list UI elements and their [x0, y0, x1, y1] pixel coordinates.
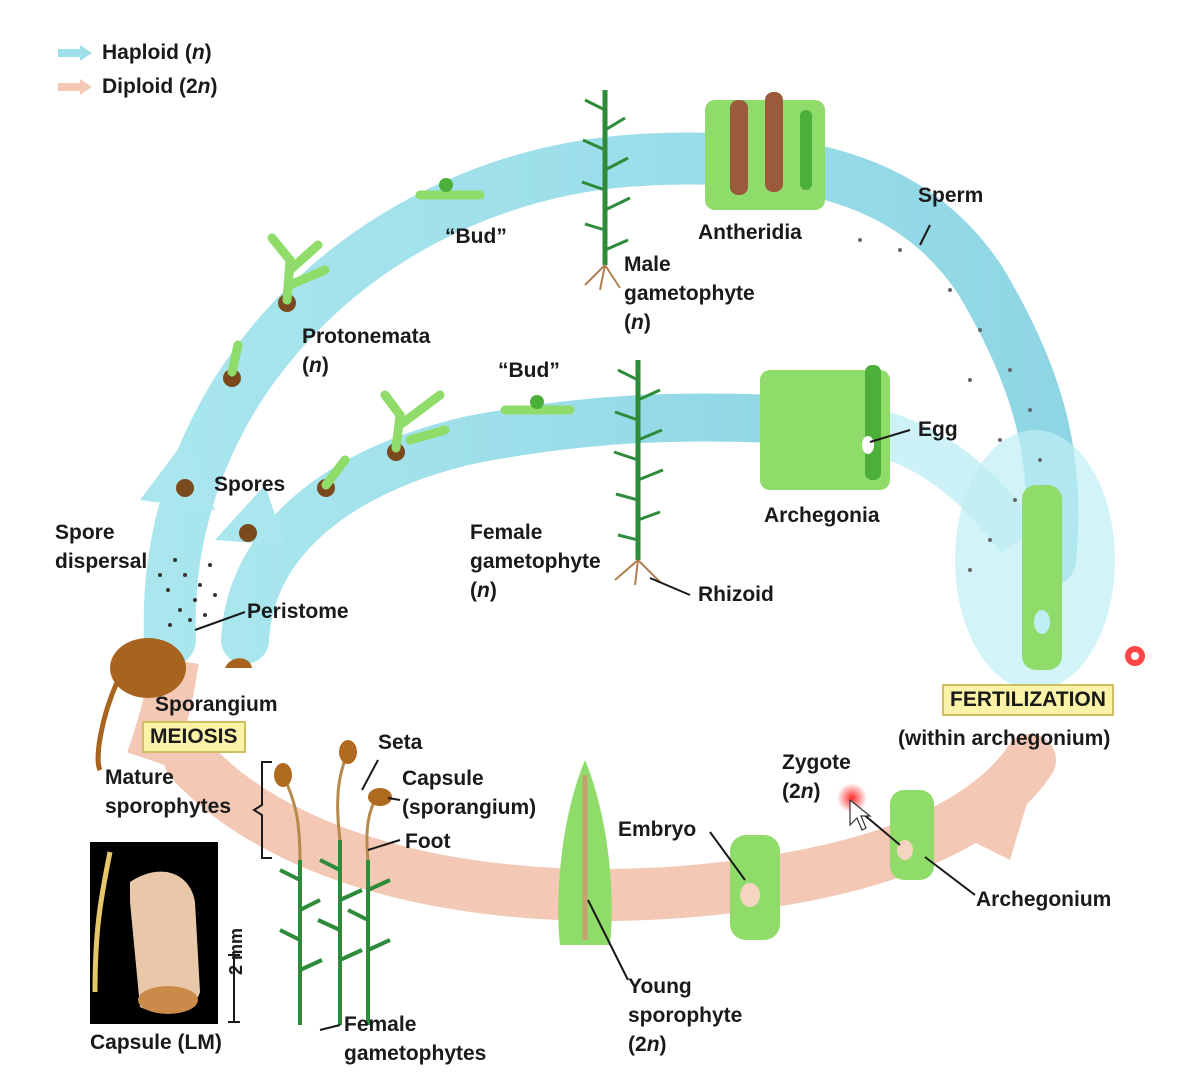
label-egg: Egg: [918, 418, 958, 441]
haploid-arrowhead-left: [140, 440, 215, 510]
label-bud-top: “Bud”: [445, 225, 507, 248]
spore-dots: [158, 558, 217, 627]
haploid-label: Haploid (n): [102, 41, 212, 64]
label-capsule-lm: Capsule (LM): [90, 1031, 222, 1054]
label-within-archegonium: (within archegonium): [898, 727, 1111, 750]
label-peristome: Peristome: [247, 600, 349, 623]
label-sporangium: Sporangium: [155, 693, 278, 716]
spore: [176, 479, 194, 497]
scale-bar: [228, 954, 240, 1023]
embryo-archegonium: [730, 835, 780, 940]
bud: [530, 395, 544, 409]
label-zygote: Zygote (2n): [782, 751, 851, 803]
haploid-inner-arc: [221, 393, 824, 664]
label-spore-dispersal: Spore dispersal: [55, 521, 148, 573]
antheridia-illustration: [705, 92, 825, 210]
legend-diploid: Diploid (2n): [58, 75, 218, 99]
capsule-photo: [90, 842, 218, 1024]
label-foot: Foot: [405, 830, 451, 853]
label-spores: Spores: [214, 473, 286, 496]
meiosis-box: MEIOSIS: [142, 721, 246, 753]
spore: [223, 369, 241, 387]
label-archegonium: Archegonium: [976, 888, 1112, 911]
mature-sporophytes-bracket: [252, 761, 272, 859]
male-gametophyte-plant: [581, 90, 631, 291]
label-scale: 2 mm: [226, 927, 246, 975]
bud: [439, 178, 453, 192]
haploid-arrowhead-inner: [215, 485, 285, 545]
legend-haploid: Haploid (n): [58, 41, 212, 65]
label-antheridia: Antheridia: [698, 221, 802, 244]
label-female-gametophytes: Female gametophytes: [344, 1013, 487, 1065]
label-rhizoid: Rhizoid: [698, 583, 774, 606]
label-protonemata: Protonemata (n): [302, 325, 431, 377]
mature-capsule-left: [95, 638, 252, 772]
diploid-arrowhead: [950, 760, 1040, 860]
mature-sporophytes-plants: [279, 840, 391, 1025]
spore: [239, 524, 257, 542]
capsule: [339, 740, 357, 764]
diploid-arrow-icon: [58, 79, 92, 95]
capsule: [274, 763, 292, 787]
protonemata: [227, 190, 575, 490]
label-young-sporophyte: Young sporophyte (2n): [628, 975, 743, 1056]
young-sporophyte-illustration: [558, 760, 612, 945]
cursor-icon: [849, 798, 872, 831]
label-mature-sporophytes: Mature sporophytes: [105, 766, 232, 818]
fertilization-archegonium: [1022, 485, 1062, 670]
capsule: [368, 788, 392, 806]
cursor-highlight: [837, 783, 867, 813]
archegonia-illustration: [760, 365, 890, 490]
leader-lines: [194, 224, 976, 1031]
label-sperm: Sperm: [918, 184, 984, 207]
label-male-gametophyte: Male gametophyte (n): [624, 253, 755, 334]
sperm-dots: [858, 238, 1042, 572]
haploid-arrow-icon: [58, 45, 92, 61]
label-bud-mid: “Bud”: [498, 359, 560, 382]
fertilization-box: FERTILIZATION: [942, 684, 1114, 716]
label-seta: Seta: [378, 731, 423, 754]
diploid-label: Diploid (2n): [102, 75, 218, 98]
label-capsule: Capsule (sporangium): [402, 767, 537, 819]
zygote-archegonium: [890, 790, 934, 880]
label-archegonia: Archegonia: [764, 504, 880, 527]
female-gametophyte-plant: [613, 360, 664, 586]
label-female-gametophyte: Female gametophyte (n): [470, 521, 601, 602]
label-embryo: Embryo: [618, 818, 697, 841]
